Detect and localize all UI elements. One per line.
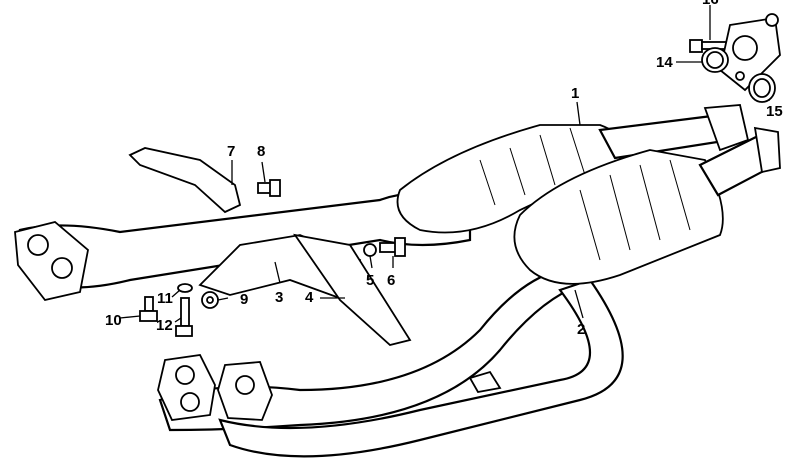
callout-8: 8 (257, 143, 265, 160)
pipe-assembly-1 (14, 104, 750, 302)
callout-14: 14 (656, 54, 673, 71)
callout-9: 9 (240, 291, 248, 308)
pipe-assembly-2 (157, 126, 781, 458)
catalytic-converter-2 (513, 149, 724, 285)
callout-2: 2 (577, 321, 585, 338)
callout-12: 12 (156, 317, 173, 334)
callout-4: 4 (305, 289, 314, 306)
callout-11: 11 (157, 290, 173, 307)
fasteners (139, 13, 781, 337)
callout-6: 6 (387, 272, 395, 289)
callout-15: 15 (766, 103, 783, 120)
callout-3: 3 (275, 289, 283, 306)
callout-10: 10 (105, 312, 122, 329)
callout-5: 5 (366, 272, 374, 289)
bracket-4 (293, 233, 412, 346)
callout-16: 16 (702, 0, 719, 8)
callout-7: 7 (227, 143, 235, 160)
bracket-7 (128, 147, 242, 214)
leader-lines (119, 5, 770, 323)
flange-left-lower (157, 354, 216, 421)
callout-1: 1 (571, 85, 579, 102)
